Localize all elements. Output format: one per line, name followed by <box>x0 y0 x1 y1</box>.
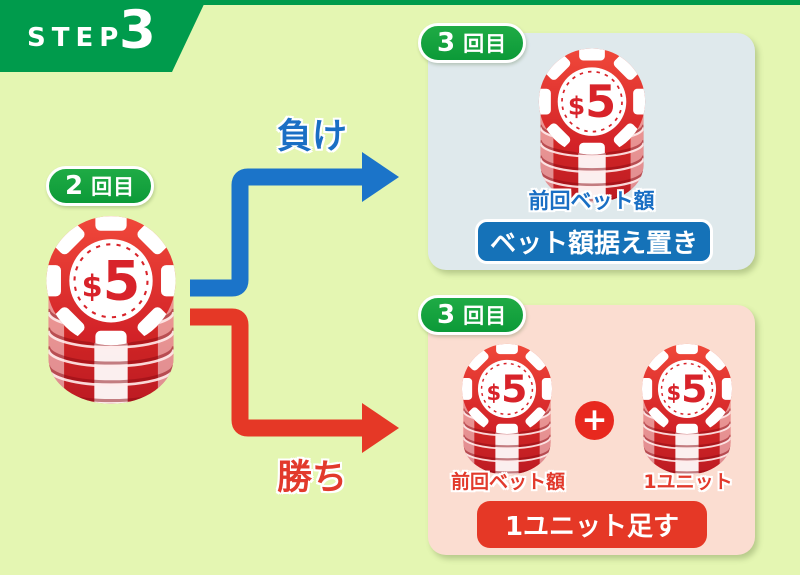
lose-arrow <box>190 152 399 297</box>
previous-bet-caption: 前回ベット額 <box>450 471 565 493</box>
lose-label: 負け <box>277 117 348 157</box>
win-arrow <box>190 308 399 453</box>
svg-text:$5: $5 <box>487 367 528 411</box>
round-3-number: 3 <box>437 300 456 330</box>
round-3-suffix: 回目 <box>463 32 508 56</box>
round-3-number: 3 <box>437 28 456 58</box>
lose-chip-stack: $5 <box>532 45 652 208</box>
lose-outcome-panel: 3 回目 $5 前回ベット額 ベット額据え置き <box>418 23 755 270</box>
one-unit-caption: 1ユニット <box>643 471 733 493</box>
win-arrowhead <box>362 403 399 453</box>
win-label: 勝ち <box>277 458 348 498</box>
win-chip-stack-previous: $5 <box>456 341 558 479</box>
lose-arrowhead <box>362 152 399 202</box>
win-chip-stack-unit: $5 <box>636 341 738 479</box>
bet-chip-stack: $5 <box>38 212 184 410</box>
step-banner: STEP 3 <box>0 0 206 72</box>
round-3-badge-win: 3 回目 <box>418 295 527 335</box>
step-number: 3 <box>119 0 156 61</box>
round-2-badge: 2 回目 <box>46 166 155 206</box>
add-unit-button: 1ユニット足す <box>477 501 707 548</box>
round-2-number: 2 <box>65 171 84 201</box>
svg-text:$5: $5 <box>82 250 141 313</box>
previous-bet-caption: 前回ベット額 <box>528 189 655 213</box>
svg-text:$5: $5 <box>667 367 708 411</box>
step-label: STEP <box>27 23 125 53</box>
round-2-suffix: 回目 <box>91 175 136 199</box>
round-3-suffix: 回目 <box>463 304 508 328</box>
round-3-badge-lose: 3 回目 <box>418 23 527 63</box>
win-outcome-panel: 3 回目 $5 + $5 前回ベット額 1ユニット 1ユニット足す <box>418 295 755 555</box>
plus-icon: + <box>575 401 614 440</box>
keep-bet-button: ベット額据え置き <box>475 219 713 264</box>
svg-text:$5: $5 <box>568 76 616 128</box>
top-border <box>0 0 800 5</box>
